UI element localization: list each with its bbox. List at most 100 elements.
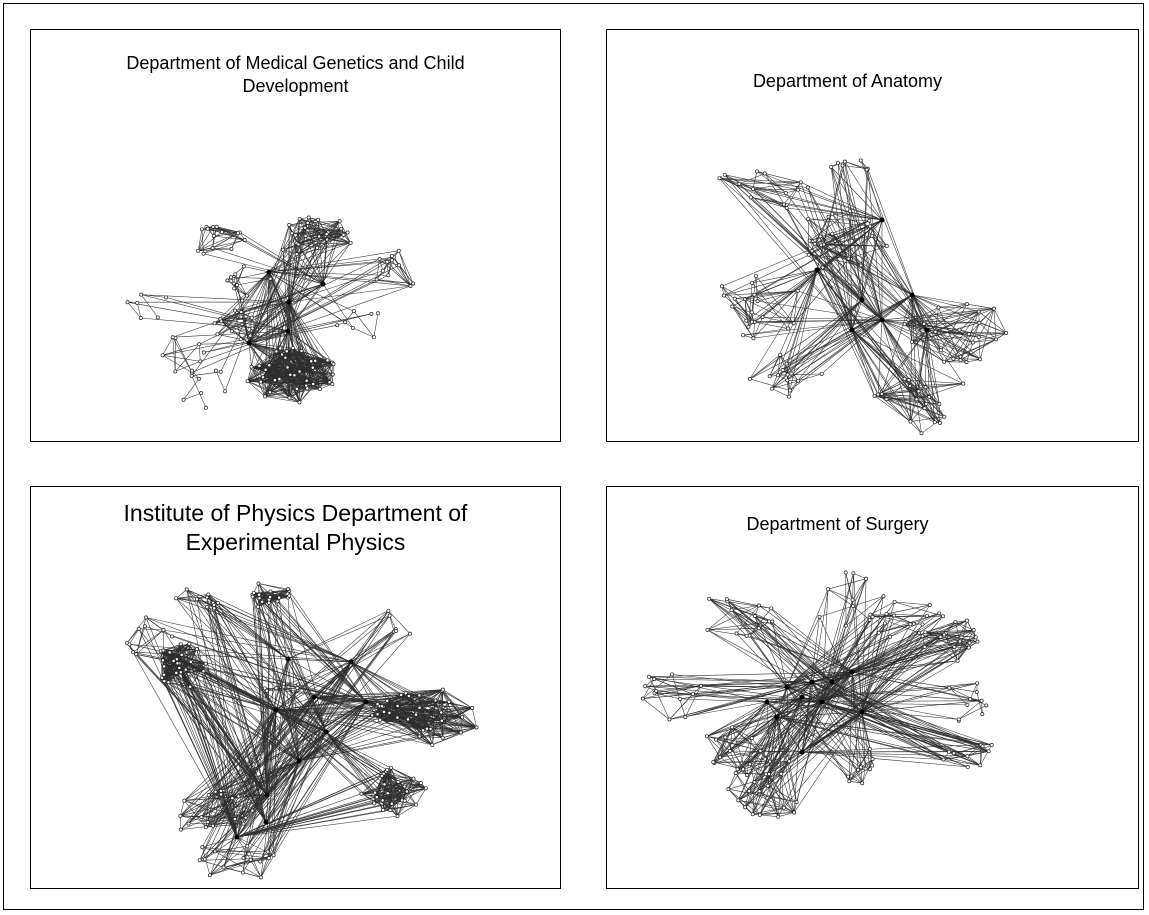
network-edge [872,235,887,247]
network-node [411,776,416,781]
network-edge [801,646,955,753]
network-node [956,717,961,722]
network-node [785,326,790,331]
network-edge [958,700,982,720]
network-node [953,619,958,624]
network-edge [172,337,193,373]
network-edge [136,629,164,655]
network-node [289,231,294,236]
network-hub-node [285,328,291,334]
network-edge [275,709,422,784]
network-edge [853,573,867,579]
network-edge [969,683,978,700]
network-edge [811,620,968,683]
network-node [310,365,315,370]
network-edge [212,235,215,249]
network-edge [319,383,333,390]
network-edge [214,661,352,852]
network-edge [861,601,895,713]
network-edge [911,294,967,363]
network-node [386,608,391,613]
network-node [868,224,873,229]
network-node [162,672,166,677]
network-edge [724,174,798,190]
network-edge [787,269,818,375]
network-edge [127,302,142,319]
network-edge [217,602,289,660]
network-node [927,603,932,607]
network-node [287,395,292,400]
network-node [258,859,263,864]
network-edge [288,258,380,303]
network-edge [235,274,248,296]
network-edge [749,299,863,380]
network-edge [199,857,269,861]
network-node [858,263,863,268]
network-edge [801,744,981,753]
network-edge [924,646,969,648]
network-edge [191,271,270,376]
network-edge [227,280,248,296]
network-node [177,666,182,670]
network-node [385,791,390,796]
network-edge [715,681,813,740]
network-edge [738,716,778,801]
network-node [274,686,279,691]
network-node [906,378,911,382]
network-edge [212,232,239,249]
network-node [423,786,428,791]
network-edge [208,594,268,796]
network-node [914,397,919,402]
network-node [654,689,659,693]
network-node [922,644,927,649]
network-edge [819,616,863,713]
network-node [388,808,393,813]
network-hub-node [849,669,855,675]
network-edge [275,709,375,804]
network-edge [706,701,823,737]
network-node [341,232,346,237]
network-node [201,669,206,674]
network-edge [738,800,785,808]
network-edge [214,851,269,859]
network-node [916,389,921,394]
network-edge [811,647,969,683]
network-edge [749,378,790,391]
network-edge [943,759,981,766]
network-edge [881,319,926,388]
network-edge [707,629,747,637]
network-node [961,381,966,386]
network-node [183,667,188,672]
network-node [705,627,710,632]
network-edge [800,182,883,221]
network-edge [432,732,462,746]
network-edge [387,778,414,794]
network-edge [911,329,928,343]
network-edge [980,744,992,766]
network-edge [350,661,383,707]
network-edge [162,337,173,356]
network-edge [849,211,853,331]
network-edge [248,342,266,370]
network-edge [204,709,277,860]
network-edge [881,393,922,434]
network-edge [176,661,191,674]
network-edge [785,192,883,321]
network-node [986,749,991,754]
network-edge [287,330,321,390]
network-edge [751,312,763,318]
network-node [975,681,980,686]
network-node [867,617,872,622]
network-node [277,595,282,600]
network-edge [725,701,768,738]
network-edge [264,330,289,397]
network-edge [275,707,420,711]
network-edge [911,294,1007,334]
network-edge [350,661,431,730]
network-edge [777,294,913,376]
network-node [769,606,774,611]
network-edge [720,178,801,183]
network-node [941,757,946,762]
network-node [396,248,401,253]
network-node [296,682,301,687]
